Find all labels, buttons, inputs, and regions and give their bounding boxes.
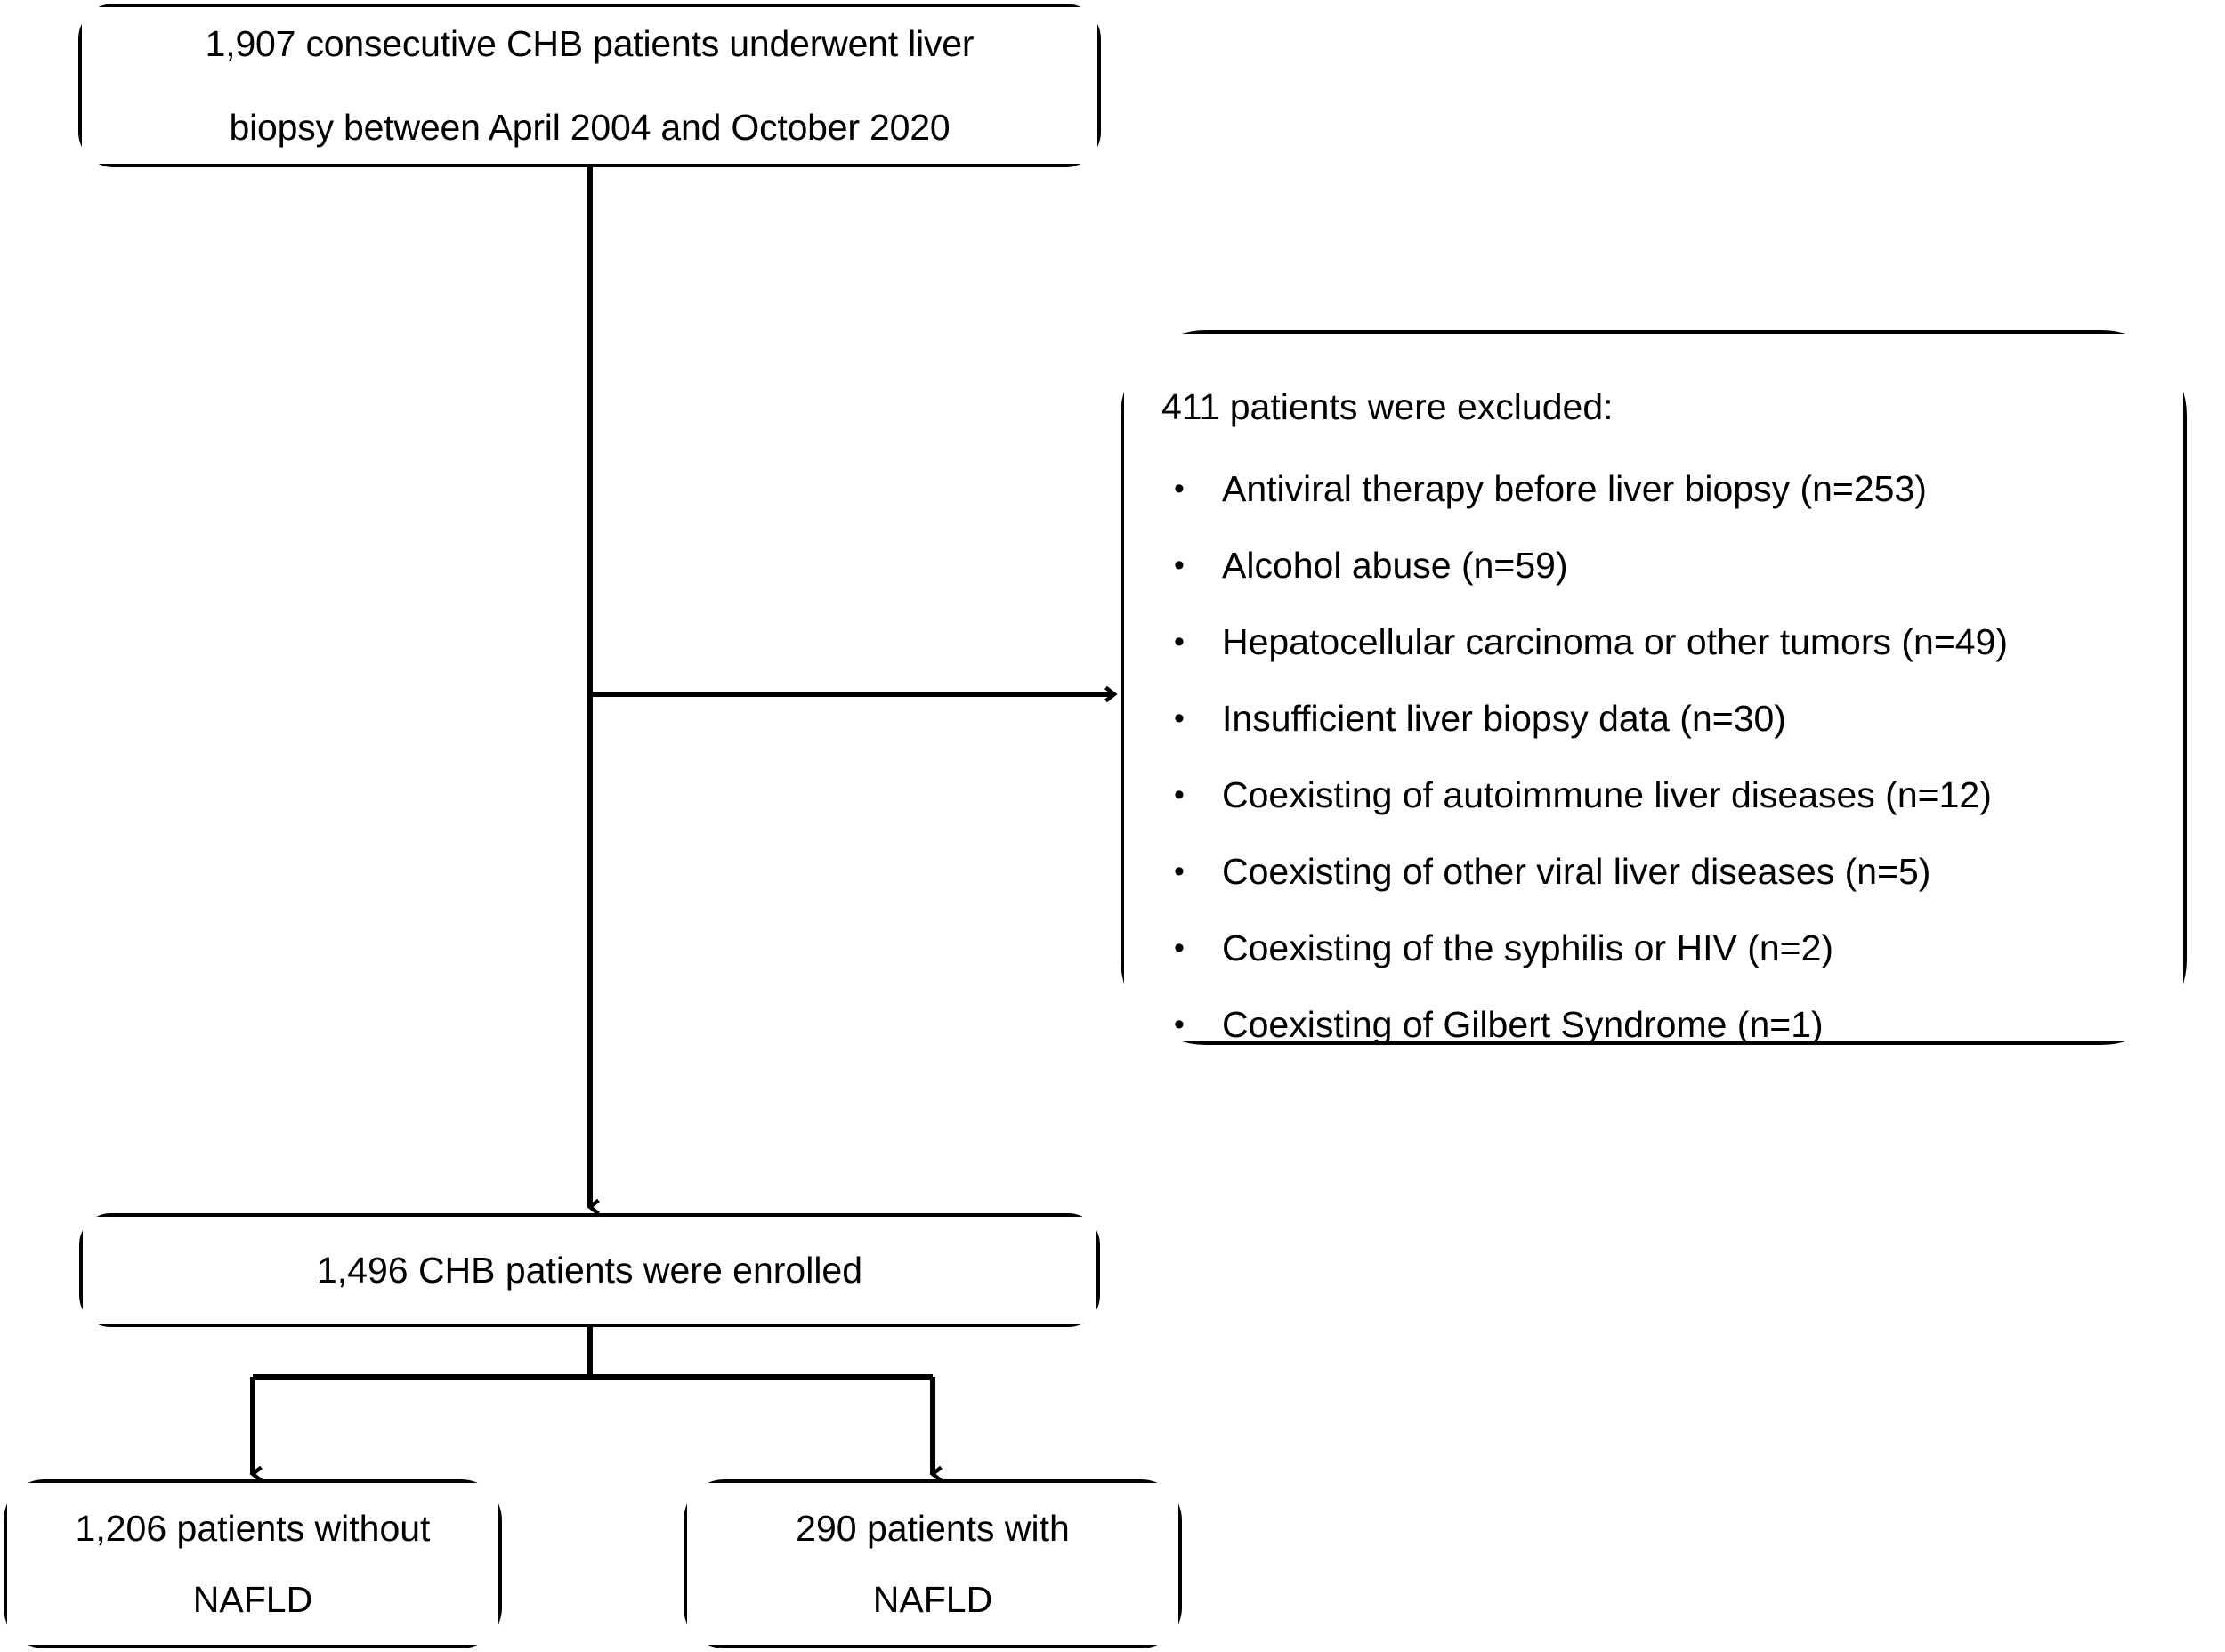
node-no-nafld-line-2: NAFLD <box>192 1579 313 1620</box>
exclusion-heading: 411 patients were excluded: <box>1161 386 1614 427</box>
node-enrolled-cohort: 1,496 CHB patients were enrolled <box>83 1217 1096 1324</box>
node-patients-without-nafld: 1,206 patients without NAFLD <box>7 1483 498 1645</box>
list-item: • Antiviral therapy before liver biopsy … <box>1161 467 2148 511</box>
node-screened-cohort: 1,907 consecutive CHB patients underwent… <box>82 7 1097 164</box>
exclusion-item-label: Coexisting of autoimmune liver diseases … <box>1222 774 1992 815</box>
node-nafld-line-1: 290 patients with <box>796 1508 1070 1549</box>
list-item: • Hepatocellular carcinoma or other tumo… <box>1161 620 2148 664</box>
bullet-icon: • <box>1174 548 1185 582</box>
node-patients-with-nafld: 290 patients with NAFLD <box>687 1483 1178 1645</box>
list-item: • Coexisting of Gilbert Syndrome (n=1) <box>1161 1003 2148 1047</box>
exclusion-item-label: Hepatocellular carcinoma or other tumors… <box>1222 621 2009 662</box>
list-item: • Coexisting of the syphilis or HIV (n=2… <box>1161 927 2148 970</box>
exclusion-list: • Antiviral therapy before liver biopsy … <box>1161 467 2148 1047</box>
exclusion-item-label: Coexisting of Gilbert Syndrome (n=1) <box>1222 1004 1824 1045</box>
bullet-icon: • <box>1174 625 1185 659</box>
node-exclusion-criteria: 411 patients were excluded: • Antiviral … <box>1124 334 2183 1045</box>
exclusion-item-label: Insufficient liver biopsy data (n=30) <box>1222 698 1786 739</box>
node-no-nafld-line-1: 1,206 patients without <box>75 1508 431 1549</box>
bullet-icon: • <box>1174 931 1185 965</box>
exclusion-item-label: Antiviral therapy before liver biopsy (n… <box>1222 468 1927 509</box>
exclusion-item-label: Coexisting of other viral liver diseases… <box>1222 851 1931 892</box>
bullet-icon: • <box>1174 854 1185 888</box>
list-item: • Insufficient liver biopsy data (n=30) <box>1161 697 2148 741</box>
exclusion-item-label: Coexisting of the syphilis or HIV (n=2) <box>1222 927 1834 968</box>
node-enrolled-line-1: 1,496 CHB patients were enrolled <box>316 1250 863 1291</box>
bullet-icon: • <box>1174 1008 1185 1041</box>
bullet-icon: • <box>1174 701 1185 735</box>
bullet-icon: • <box>1174 472 1185 506</box>
list-item: • Coexisting of autoimmune liver disease… <box>1161 773 2148 817</box>
node-screened-line-2: biopsy between April 2004 and October 20… <box>229 107 951 148</box>
node-screened-line-1: 1,907 consecutive CHB patients underwent… <box>205 23 975 64</box>
exclusion-item-label: Alcohol abuse (n=59) <box>1222 545 1568 586</box>
bullet-icon: • <box>1174 778 1185 812</box>
list-item: • Alcohol abuse (n=59) <box>1161 544 2148 587</box>
list-item: • Coexisting of other viral liver diseas… <box>1161 850 2148 894</box>
node-nafld-line-2: NAFLD <box>872 1579 993 1620</box>
